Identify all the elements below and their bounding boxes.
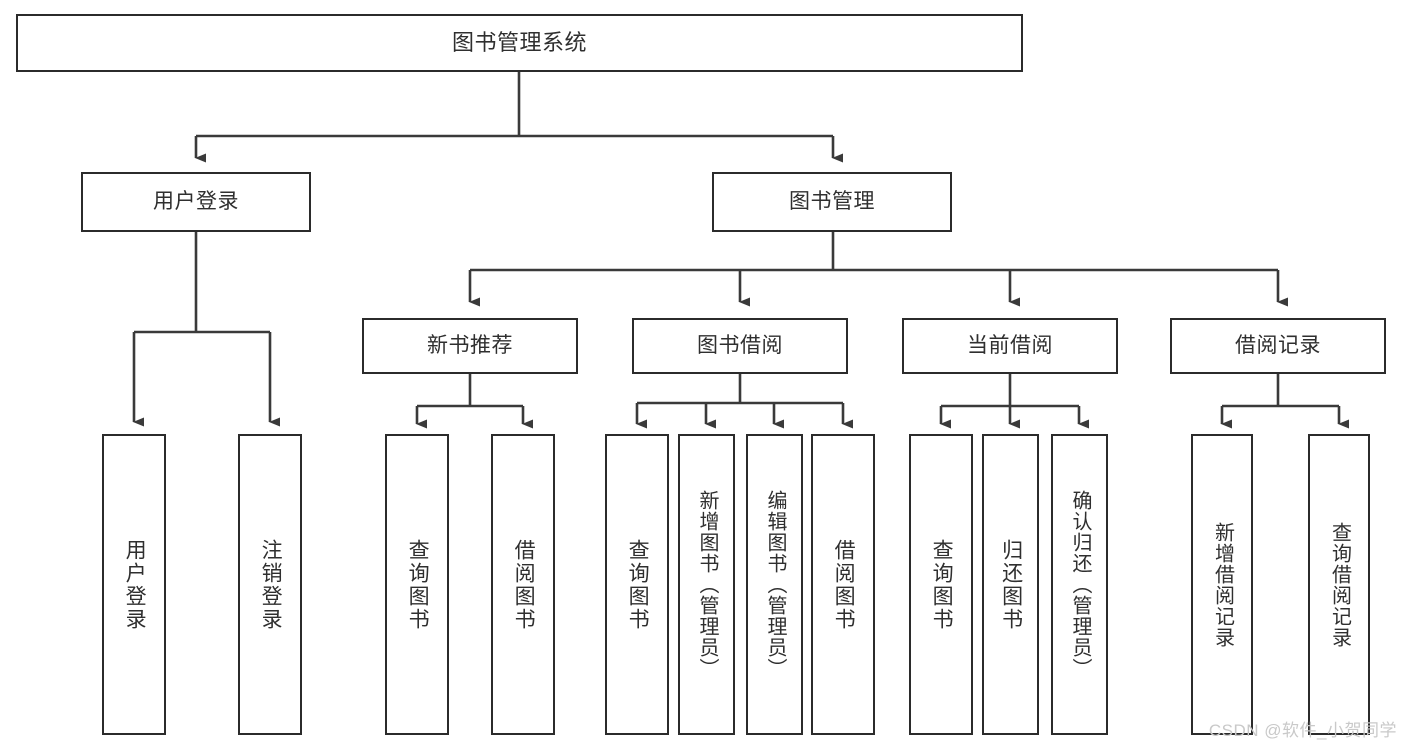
- leaf-new-book-query-book[interactable]: 查询图书: [385, 434, 449, 735]
- node-user-login[interactable]: 用户登录: [81, 172, 311, 232]
- node-label: 归还图书: [999, 538, 1023, 631]
- node-label: 用户登录: [153, 190, 239, 214]
- node-new-book-recommend[interactable]: 新书推荐: [362, 318, 578, 374]
- node-current-borrow[interactable]: 当前借阅: [902, 318, 1118, 374]
- node-book-borrow[interactable]: 图书借阅: [632, 318, 848, 374]
- leaf-current-borrow-return-book[interactable]: 归还图书: [982, 434, 1039, 735]
- node-label: 查询图书: [406, 538, 430, 631]
- leaf-book-borrow-edit-book-admin[interactable]: 编辑图书（管理员）: [746, 434, 803, 735]
- node-label: 图书借阅: [697, 334, 783, 358]
- node-label: 编辑图书（管理员）: [764, 490, 786, 679]
- node-label: 当前借阅: [967, 334, 1053, 358]
- leaf-current-borrow-query-book[interactable]: 查询图书: [909, 434, 973, 735]
- node-label: 新增借阅记录: [1211, 521, 1234, 648]
- node-label: 借阅记录: [1235, 334, 1321, 358]
- node-label: 图书管理: [789, 190, 875, 214]
- leaf-current-borrow-confirm-return-admin[interactable]: 确认归还（管理员）: [1051, 434, 1108, 735]
- leaf-user-login-logout[interactable]: 注销登录: [238, 434, 302, 735]
- node-label: 注销登录: [259, 538, 283, 631]
- leaf-book-borrow-add-book-admin[interactable]: 新增图书（管理员）: [678, 434, 735, 735]
- leaf-book-borrow-borrow-book[interactable]: 借阅图书: [811, 434, 875, 735]
- node-label: 借阅图书: [832, 538, 856, 631]
- leaf-new-book-borrow-book[interactable]: 借阅图书: [491, 434, 555, 735]
- node-borrow-record[interactable]: 借阅记录: [1170, 318, 1386, 374]
- leaf-user-login-login[interactable]: 用户登录: [102, 434, 166, 735]
- leaf-borrow-record-query-record[interactable]: 查询借阅记录: [1308, 434, 1370, 735]
- node-label: 新增图书（管理员）: [696, 490, 718, 679]
- csdn-watermark: CSDN @软件_小贺同学: [1208, 721, 1397, 740]
- node-label: 查询图书: [930, 538, 954, 631]
- leaf-book-borrow-query-book[interactable]: 查询图书: [605, 434, 669, 735]
- node-root-book-management-system[interactable]: 图书管理系统: [16, 14, 1023, 72]
- leaf-borrow-record-add-record[interactable]: 新增借阅记录: [1191, 434, 1253, 735]
- node-book-management[interactable]: 图书管理: [712, 172, 952, 232]
- node-label: 查询图书: [626, 538, 650, 631]
- node-label: 新书推荐: [427, 334, 513, 358]
- node-label: 确认归还（管理员）: [1069, 490, 1091, 679]
- node-label: 图书管理系统: [451, 29, 587, 55]
- node-label: 借阅图书: [512, 538, 536, 631]
- node-label: 用户登录: [123, 538, 147, 631]
- node-label: 查询借阅记录: [1328, 521, 1351, 648]
